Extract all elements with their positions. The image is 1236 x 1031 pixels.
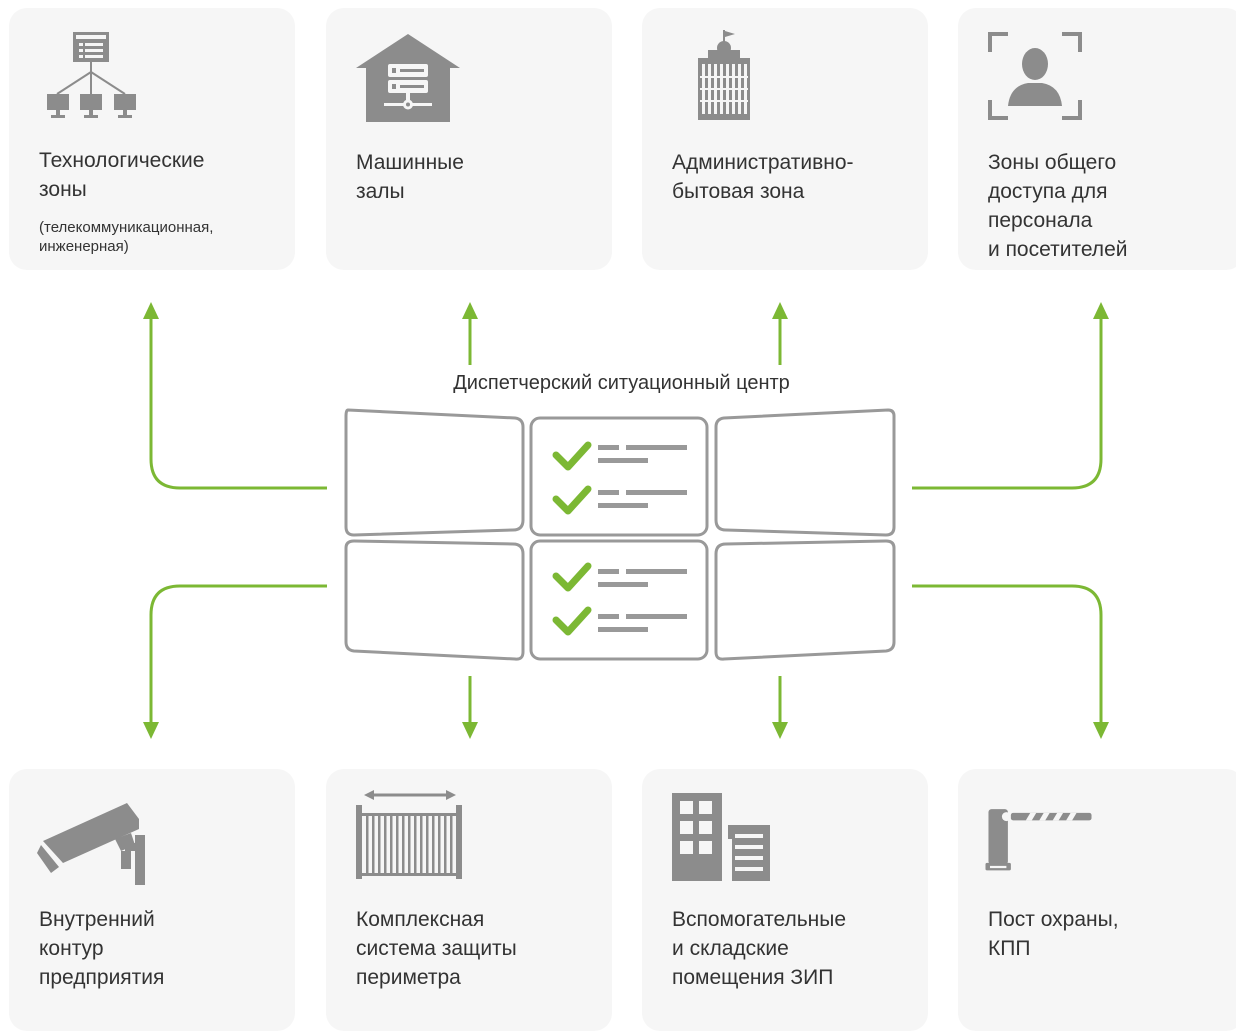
network-workstations-icon <box>47 32 136 118</box>
zone-card-public-access: Зоны общего доступа для персонала и посе… <box>958 8 1236 270</box>
arrow-to-public-zones <box>912 312 1103 490</box>
check-icon <box>552 485 592 515</box>
arrow-to-tech-zones <box>149 312 327 490</box>
perimeter-fence-icon <box>356 790 462 879</box>
zone-card-admin-zone: Административно- бытовая зона <box>642 8 928 270</box>
zone-card-inner-contour: Внутренний контур предприятия <box>9 769 295 1031</box>
zone-title: Зоны общего доступа для персонала и посе… <box>988 151 1128 261</box>
warehouse-buildings-icon <box>672 793 770 881</box>
zone-title: Технологические зоны <box>39 149 205 201</box>
zone-card-warehouse: Вспомогательные и складские помещения ЗИ… <box>642 769 928 1031</box>
arrow-to-inner-contour <box>149 584 327 725</box>
zone-card-technological: Технологические зоны (телекоммуникационн… <box>9 8 295 270</box>
office-tower-icon <box>698 30 750 120</box>
zone-title: Внутренний контур предприятия <box>39 908 165 989</box>
video-wall-icon <box>344 408 896 661</box>
zone-card-perimeter: Комплексная система защиты периметра <box>326 769 612 1031</box>
zone-title: Пост охраны, КПП <box>988 908 1119 960</box>
zone-card-guard-post: Пост охраны, КПП <box>958 769 1236 1031</box>
security-camera-icon <box>37 803 145 885</box>
face-scan-icon <box>988 32 1082 120</box>
barrier-gate-icon <box>985 809 1092 871</box>
arrow-to-guard-post <box>912 584 1103 725</box>
server-house-icon <box>356 34 460 122</box>
zone-subtitle: (телекоммуникационная, инженерная) <box>39 219 214 255</box>
check-icon <box>552 606 592 636</box>
check-icon <box>552 562 592 592</box>
zone-card-machine-halls: Машинные залы <box>326 8 612 270</box>
zone-title: Машинные залы <box>356 151 464 203</box>
check-icon <box>552 441 592 471</box>
zone-title: Комплексная система защиты периметра <box>356 908 517 989</box>
zone-title: Вспомогательные и складские помещения ЗИ… <box>672 908 847 989</box>
zone-title: Административно- бытовая зона <box>672 151 854 203</box>
center-title: Диспетчерский ситуационный центр <box>453 372 790 394</box>
